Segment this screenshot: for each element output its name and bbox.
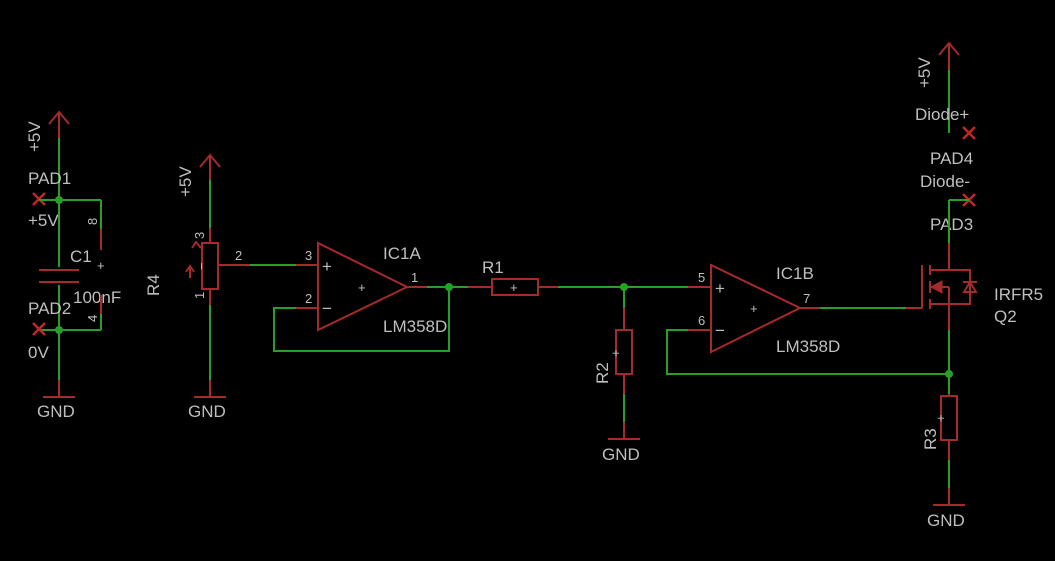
r2-name: R2 (593, 362, 612, 384)
gnd-label: GND (602, 445, 640, 464)
pad4-marker[interactable] (962, 126, 976, 140)
r1-body-mark: + (510, 280, 518, 295)
r4-pin2-number: 2 (235, 248, 242, 263)
pad2-net-label: 0V (28, 343, 49, 362)
vcc-arrow-head (48, 110, 70, 125)
ic1a-pin1-number: 1 (411, 270, 418, 285)
pad3-label: PAD3 (930, 215, 973, 234)
r2-resistor: + R2 GND (593, 287, 640, 464)
ic1b-feedback-wire (666, 329, 949, 375)
ic1-pin4-number: 4 (85, 315, 100, 322)
ic1a-body-plus: + (358, 280, 366, 295)
r1-resistor: + R1 (468, 258, 688, 296)
ic1a-value: LM358D (383, 317, 447, 336)
pad1-net-label: +5V (28, 211, 59, 230)
ic1b-triangle (710, 263, 803, 354)
q2-diode-loop (949, 269, 971, 305)
ic1b-plus-sign: + (715, 279, 725, 298)
r3-body-mark: + (933, 414, 948, 422)
pad2-marker[interactable] (32, 322, 46, 336)
r4-pin1-number: 1 (192, 292, 207, 299)
r4-pin3-number: 3 (192, 232, 207, 239)
q2-mosfet: +5V Diode+ PAD4 Diode- PAD3 IRFR5 Q2 (906, 41, 1043, 394)
junction (945, 370, 953, 378)
diode-minus-label: Diode- (920, 172, 970, 191)
r4-wiper-arrow-head (185, 264, 195, 273)
vcc-label: +5V (25, 121, 44, 152)
r4-potentiometer: +5V 3 − 1 R4 2 GND (144, 153, 296, 421)
power-section: +5V PAD1 +5V C1 + 100nF 8 4 PAD2 0V (25, 110, 121, 421)
pad1-label: PAD1 (28, 169, 71, 188)
pad4-label: PAD4 (930, 149, 973, 168)
c1-name: C1 (70, 247, 92, 266)
gnd-label: GND (927, 511, 965, 530)
ic1b-pin6-number: 6 (698, 313, 705, 328)
q2-value: IRFR5 (994, 285, 1043, 304)
ic1b-pin5-number: 5 (698, 270, 705, 285)
gnd-label: GND (37, 402, 75, 421)
ic1b-opamp: 5 + 6 − + 7 IC1B LM358D (666, 263, 949, 375)
gnd-label: GND (188, 402, 226, 421)
q2-body-diode (962, 280, 978, 293)
vcc-label: +5V (176, 166, 195, 197)
ic1b-value: LM358D (776, 337, 840, 356)
vcc-arrow-head (199, 153, 221, 168)
r4-name: R4 (144, 274, 163, 296)
ic1a-pin2-number: 2 (305, 291, 312, 306)
c1-plus-mark: + (97, 258, 105, 273)
ic1a-plus-sign: + (322, 257, 332, 276)
ic1-pin8-number: 8 (85, 218, 100, 225)
r1-name: R1 (482, 258, 504, 277)
junction (445, 283, 453, 291)
ic1a-name: IC1A (383, 244, 421, 263)
ic1b-pin7-number: 7 (803, 291, 810, 306)
q2-name: Q2 (994, 307, 1017, 326)
q2-arrow (929, 280, 943, 294)
r3-resistor: + R3 GND (921, 394, 965, 530)
r2-body-mark: + (608, 349, 623, 357)
q2-source (930, 303, 950, 330)
q2-drain (930, 243, 950, 271)
r3-name: R3 (921, 428, 940, 450)
vcc-label: +5V (915, 57, 934, 88)
ic1a-minus-sign: − (322, 299, 332, 318)
vcc-arrow-head (938, 41, 960, 56)
ic1a-triangle (317, 241, 410, 332)
diode-plus-label: Diode+ (915, 105, 969, 124)
pad2-label: PAD2 (28, 299, 71, 318)
ic1b-body-plus: + (750, 301, 758, 316)
r4-adjust-mark (191, 240, 202, 249)
r4-body-mark: − (194, 262, 209, 270)
ic1b-name: IC1B (776, 264, 814, 283)
ic1a-pin3-number: 3 (305, 248, 312, 263)
ic1a-opamp: 3 + 2 − + 1 IC1A LM358D (273, 241, 468, 352)
ic1b-minus-sign: − (715, 321, 725, 340)
ic1a-feedback-wire (273, 287, 450, 352)
c1-value: 100nF (73, 288, 121, 307)
